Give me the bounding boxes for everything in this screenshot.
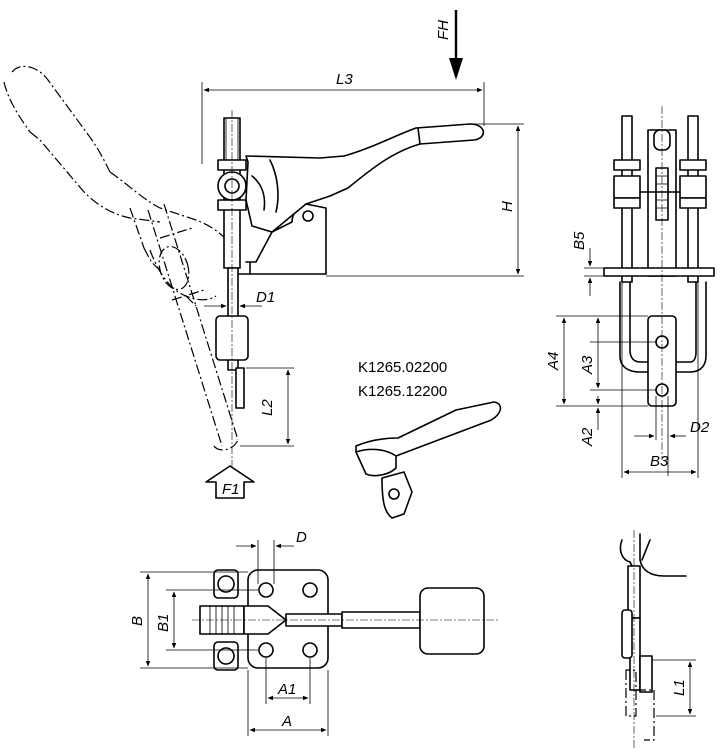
- l1-label: L1: [671, 679, 688, 696]
- top-view: [192, 569, 500, 671]
- dim-a4: A4: [545, 315, 648, 407]
- d-label: D: [296, 529, 307, 546]
- pivot-pin: [302, 210, 314, 222]
- dim-d: D: [236, 529, 307, 584]
- open-handle-ghost: [3, 65, 239, 451]
- part-number-1: K1265.02200: [358, 359, 447, 376]
- a3-label: A3: [579, 355, 596, 375]
- b3-label: B3: [650, 453, 669, 470]
- dim-l1: L1: [652, 659, 696, 717]
- f1-force-arrow: F1: [205, 465, 255, 499]
- dim-l3: L3: [201, 71, 485, 164]
- fh-force-arrow: FH: [435, 10, 463, 80]
- dim-a2: A2: [579, 396, 601, 447]
- dim-a1: A1: [265, 658, 311, 704]
- d1-label: D1: [256, 289, 275, 306]
- side-detail-view: [619, 530, 687, 748]
- a4-label: A4: [545, 352, 562, 371]
- dim-h: H: [326, 123, 524, 277]
- d2-label: D2: [690, 419, 710, 436]
- l3-label: L3: [336, 71, 353, 88]
- dim-b: B: [129, 571, 248, 669]
- fh-label: FH: [435, 20, 452, 40]
- h-label: H: [499, 201, 516, 212]
- front-view: [603, 106, 715, 460]
- l2-label: L2: [259, 399, 276, 416]
- a-label: A: [281, 713, 292, 730]
- dim-a: A: [247, 670, 329, 736]
- dim-l2: L2: [240, 367, 294, 447]
- dim-b1: B1: [155, 589, 258, 651]
- handle: [245, 123, 485, 233]
- handle-detail: [355, 401, 502, 519]
- b-label: B: [129, 616, 146, 626]
- a2-label: A2: [579, 427, 596, 447]
- dim-d1: D1: [204, 289, 275, 309]
- side-view: [3, 65, 485, 470]
- b5-label: B5: [571, 231, 588, 250]
- f1-label: F1: [222, 481, 240, 498]
- part-number-2: K1265.12200: [358, 383, 447, 400]
- dim-a3: A3: [579, 317, 656, 391]
- dim-d2: D2: [634, 396, 710, 476]
- dim-b3: B3: [621, 282, 699, 478]
- a1-label: A1: [277, 681, 296, 698]
- b1-label: B1: [155, 614, 172, 632]
- dim-b5: B5: [571, 231, 604, 296]
